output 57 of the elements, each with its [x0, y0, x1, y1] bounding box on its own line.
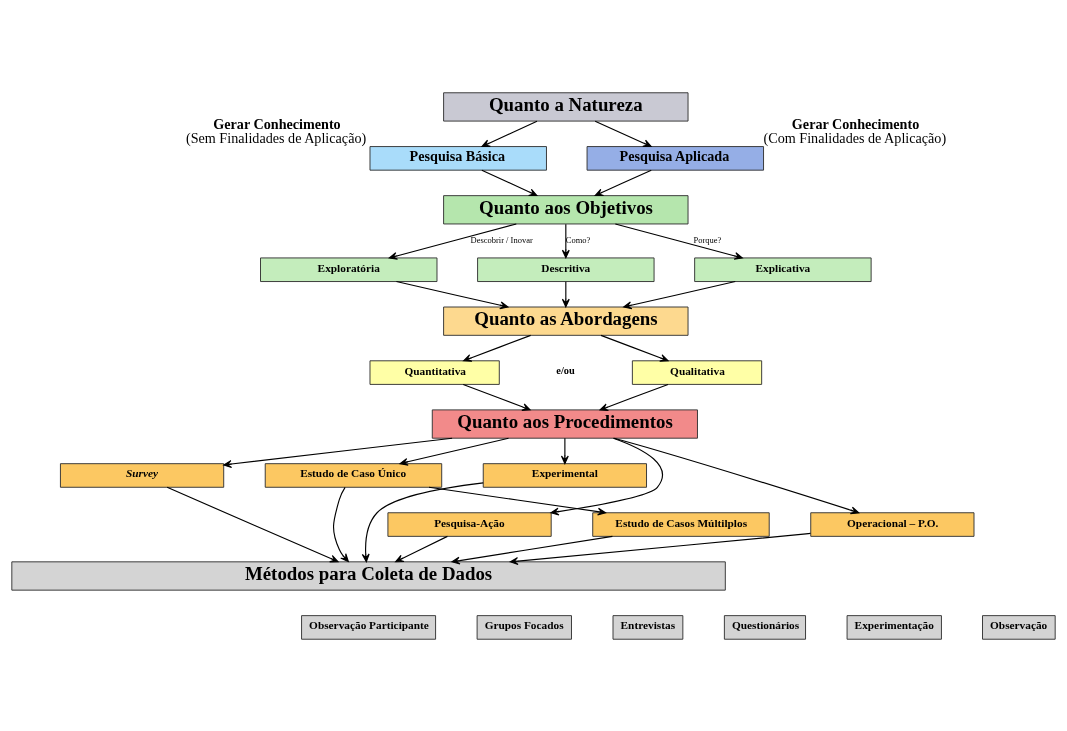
arrow — [428, 486, 607, 516]
node-box: Quantitativa — [369, 359, 500, 385]
arrow — [509, 532, 812, 565]
edge-label: Porque? — [693, 234, 722, 245]
arrow — [395, 280, 509, 309]
arrow — [388, 222, 517, 260]
label: e/ou — [556, 364, 575, 376]
arrow — [550, 437, 663, 515]
arrow — [333, 486, 349, 562]
node-box: Quanto a Natureza — [443, 91, 689, 122]
node-box: Estudo de Casos Múltilplos — [592, 511, 770, 537]
node-box: Entrevistas — [612, 614, 684, 640]
arrow — [614, 222, 743, 260]
node-label: (Com Finalidades de Aplicação) — [763, 129, 947, 146]
node-box: Explicativa — [694, 256, 872, 282]
arrow — [623, 280, 736, 309]
node-box: Questionários — [723, 614, 806, 640]
arrow — [481, 169, 538, 196]
node-label: Gerar Conhecimento — [791, 115, 920, 132]
arrow — [463, 334, 532, 362]
node-box: Experimental — [482, 462, 647, 488]
node-box: Descritiva — [477, 256, 655, 282]
arrow — [600, 334, 669, 362]
arrow — [166, 486, 339, 562]
node-box: Métodos para Coleta de Dados — [11, 560, 726, 591]
node-box: Pesquisa Básica — [369, 145, 547, 171]
arrow — [223, 437, 453, 468]
arrow — [361, 481, 484, 562]
arrow — [395, 535, 448, 562]
arrow — [481, 120, 538, 147]
node-box: Pesquisa-Ação — [387, 511, 552, 537]
node-box: Exploratória — [260, 256, 438, 282]
arrow — [451, 535, 613, 565]
arrow — [462, 383, 531, 411]
arrow — [613, 437, 860, 514]
node-box: Observação Participante — [301, 614, 437, 640]
node-box: Survey — [59, 462, 225, 488]
node-box: Grupos Focados — [476, 614, 572, 640]
arrow — [594, 169, 652, 196]
arrow — [560, 437, 569, 464]
node-label: Gerar Conhecimento — [213, 115, 341, 132]
node-box: Qualitativa — [631, 359, 763, 385]
node-box: Pesquisa Aplicada — [586, 145, 764, 171]
node-label: (Sem Finalidades de Aplicação) — [185, 129, 367, 146]
node-box: Quanto as Abordagens — [443, 306, 689, 336]
edge-label: Descobrir / Inovar — [470, 234, 533, 245]
edge-label: Como? — [565, 234, 591, 245]
node-box: Quanto aos Procedimentos — [431, 408, 698, 439]
arrow — [594, 120, 652, 147]
arrow — [599, 383, 669, 411]
node-box: Operacional – P.O. — [810, 511, 975, 537]
node-box: Observação — [982, 614, 1056, 640]
node-box: Estudo de Caso Único — [264, 462, 443, 488]
arrow — [399, 437, 510, 466]
node-box: Quanto aos Objetivos — [443, 194, 689, 224]
node-box: Experimentação — [846, 614, 942, 640]
arrow — [561, 223, 570, 258]
